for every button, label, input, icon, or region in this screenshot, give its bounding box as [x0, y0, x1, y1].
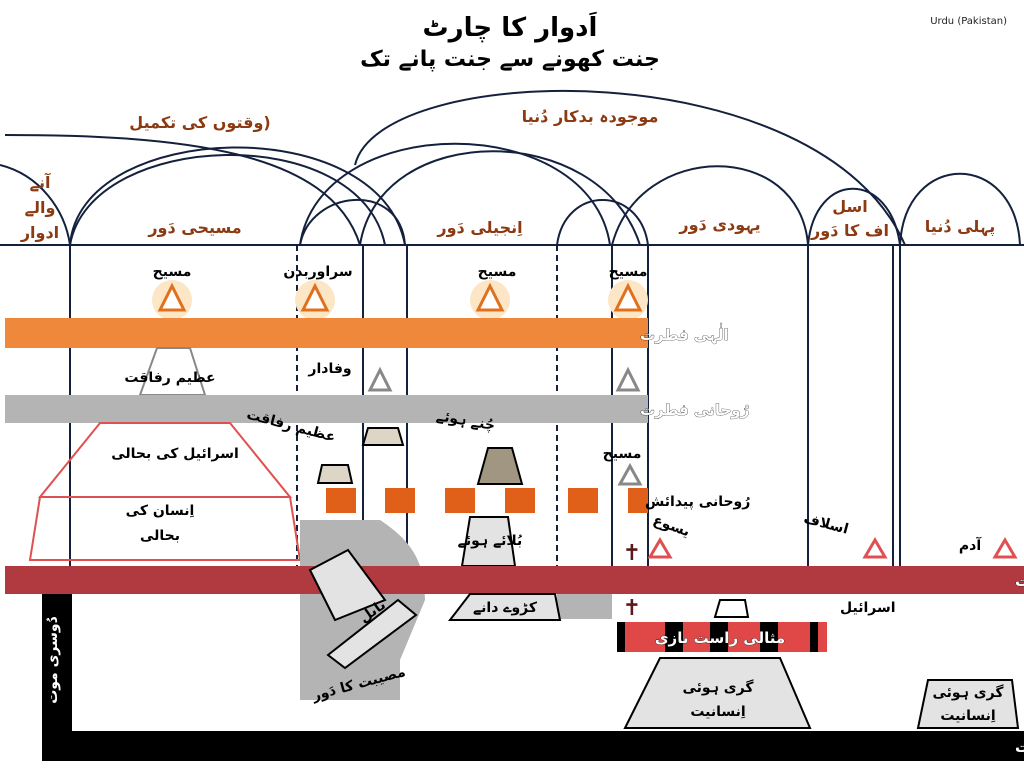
- babylon-stone: [326, 598, 418, 670]
- perfect-human-nature-label: کامل /راست باز ٹھہرائی گئی اِنسانی فطرت: [1015, 572, 1024, 591]
- triangle-icon: [615, 366, 641, 392]
- triangle-icon: [617, 462, 643, 486]
- man-restoration-label: بحالی: [140, 528, 180, 544]
- sinful-human-nature-label: گناہ آلودہ اِنسانی فطرت: [1015, 738, 1024, 756]
- stone-icon: [316, 464, 354, 484]
- israel-stone: [713, 599, 750, 618]
- patriarchs-label: اسلاف: [802, 511, 850, 538]
- tares-label: کڑوے دانے: [473, 600, 538, 616]
- fallen-humanity-label: گری ہوئی: [933, 684, 1005, 701]
- man-restoration-label: اِنسان کی: [126, 503, 195, 519]
- typical-justification-label: مثالی راست بازی: [655, 629, 785, 647]
- chart-subtitle: جنت کھونے سے جنت پانے تک: [360, 47, 660, 72]
- chart-title: اَدوار کا چارٹ: [423, 11, 598, 43]
- era-first-world: پہلی دُنیا: [925, 217, 995, 237]
- present-evil-world-label: موجودہ بدکار دُنیا: [522, 107, 659, 126]
- spirit-begotten-label: رُوحانی پیدائش: [645, 494, 750, 510]
- triangle-icon: [367, 366, 393, 392]
- christ-label: مسیح: [153, 264, 192, 280]
- babylon-stone: [308, 548, 387, 622]
- fallen-humanity-label: گری ہوئی: [683, 679, 755, 696]
- glory-triangles: [152, 280, 648, 320]
- era-christian: مسیحی دَور: [147, 218, 241, 237]
- fulfillment-label: (وقتوں کی تکمیل: [129, 113, 270, 132]
- era-ages-to-come: ادوار: [20, 223, 59, 242]
- era-ages-to-come: والے: [25, 198, 56, 217]
- jesus-label: یسوع: [651, 512, 692, 540]
- typical-justification-band: [617, 622, 827, 652]
- triangle-icon: [647, 537, 673, 559]
- christ-label: مسیح: [603, 446, 642, 462]
- christ-label: مسیح: [609, 264, 648, 280]
- era-gospel: اِنجیلی دَور: [436, 218, 522, 237]
- era-patriarchs: اسل: [832, 197, 868, 216]
- second-death-label: دُوسری موت: [45, 616, 61, 704]
- age-arcs: [0, 90, 1024, 246]
- sinful-human-nature-band: [42, 731, 1024, 761]
- divine-nature-label: الٰہی فطرت: [640, 323, 729, 345]
- faithful-label: وفادار: [307, 361, 351, 377]
- fallen-humanity-stone: [916, 679, 1020, 729]
- adam-label: آدم: [959, 536, 982, 554]
- spirit-begotten-blocks: [326, 488, 648, 513]
- triangle-icon: [992, 537, 1018, 559]
- triangle-icon: [862, 537, 888, 559]
- israel-label: اسرائیل: [840, 600, 896, 616]
- fallen-humanity-label: اِنسانیت: [940, 708, 995, 724]
- great-company-label: عظیم رفاقت: [124, 370, 215, 386]
- spiritual-nature-band: [5, 395, 648, 423]
- christ-label: مسیح: [478, 264, 517, 280]
- gray-area: [557, 594, 612, 619]
- fallen-humanity-label: اِنسانیت: [690, 704, 745, 720]
- era-patriarchs: اف کا دَور: [810, 221, 889, 240]
- fallen-humanity-stone: [623, 657, 812, 729]
- israel-restoration-label: اسرائیل کی بحالی: [111, 446, 239, 462]
- cross-icon: ✝: [623, 596, 641, 621]
- spiritual-nature-label: رُوحانی فطرت: [640, 401, 749, 419]
- perfect-human-nature-band: [5, 566, 1024, 594]
- era-ages-to-come: آنے: [30, 172, 51, 192]
- divine-nature-band: [5, 318, 648, 348]
- head-body-label: سراوربدن: [283, 264, 352, 280]
- cross-icon: ✝: [623, 541, 641, 566]
- language-label: Urdu (Pakistan): [930, 16, 1007, 27]
- era-jewish: یہودی دَور: [678, 215, 760, 235]
- stone-icon: [361, 427, 405, 446]
- called-label: بُلائے ہوئے: [458, 533, 523, 549]
- tares-stone: [447, 593, 562, 621]
- elect-stone-icon: [476, 447, 524, 485]
